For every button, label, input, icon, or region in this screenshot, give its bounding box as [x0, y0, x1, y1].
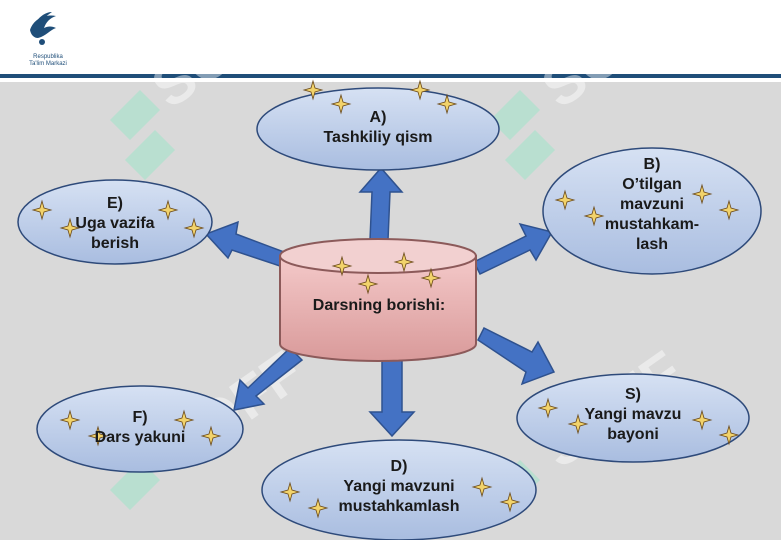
sparkle-icon [183, 217, 205, 239]
header-bar: Respublika Ta'lim Markazi [0, 0, 781, 82]
ellipse-d [261, 439, 537, 540]
node-a-label: A) Tashkiliy qism [298, 108, 458, 148]
sparkle-icon [357, 273, 379, 295]
ellipse-e [17, 179, 213, 265]
sparkle-icon [537, 397, 559, 419]
sparkle-icon [307, 497, 329, 519]
node-b-label: B) O’tilgan mavzuni mustahkam- lash [582, 155, 722, 255]
sparkle-decorations [31, 79, 740, 519]
sparkle-icon [393, 251, 415, 273]
sparkle-icon [554, 189, 576, 211]
sparkle-icon [436, 93, 458, 115]
sparkle-icon [331, 255, 353, 277]
node-s-label: S) Yangi mavzu bayoni [553, 385, 713, 445]
sparkle-icon [471, 476, 493, 498]
ministry-logo: Respublika Ta'lim Markazi [18, 8, 67, 70]
node-text: Tashkiliy qism [323, 129, 433, 146]
node-text: mustahkamlash [338, 498, 460, 515]
logo-line-1: Respublika [33, 54, 63, 60]
node-text: lash [635, 236, 668, 253]
sparkle-icon [691, 409, 713, 431]
logo-line-2: Ta'lim Markazi [29, 61, 67, 67]
node-text: berish [90, 235, 139, 252]
watermark-mark [110, 90, 175, 180]
sparkle-icon [583, 205, 605, 227]
node-letter: D) [390, 458, 408, 475]
ellipse-a [256, 87, 500, 171]
cylinder-body [279, 255, 477, 362]
sparkle-icon [409, 79, 431, 101]
arrow-to-s [477, 326, 556, 386]
arrow-to-a [358, 166, 404, 241]
sparkle-icon [718, 424, 740, 446]
bird-logo-icon [30, 12, 56, 45]
sparkle-icon [59, 217, 81, 239]
arrow-to-e [204, 220, 285, 267]
node-letter: S) [625, 386, 641, 403]
node-text: Dars yakuni [94, 429, 186, 446]
sparkle-icon [87, 425, 109, 447]
watermark-text: SOFF [140, 0, 304, 121]
node-text: mustahkam- [604, 216, 700, 233]
ellipse-b [542, 147, 762, 275]
ellipse-f [36, 385, 244, 473]
watermark-text: SOFF [530, 0, 694, 121]
sparkle-icon [31, 199, 53, 221]
sparkle-icon [157, 199, 179, 221]
watermark-mark [490, 90, 555, 180]
node-text: Uga vazifa [75, 215, 155, 232]
sparkle-icon [302, 79, 324, 101]
header-divider [0, 74, 781, 78]
sparkle-icon [567, 413, 589, 435]
node-letter: A) [369, 109, 387, 126]
sparkle-icon [330, 93, 352, 115]
sparkle-icon [718, 199, 740, 221]
sparkle-icon [279, 481, 301, 503]
node-d-label: D) Yangi mavzuni mustahkamlash [309, 457, 489, 517]
node-letter: F) [132, 409, 148, 426]
sparkle-icon [200, 425, 222, 447]
node-text: Yangi mavzu [584, 406, 682, 423]
node-f-label: F) Dars yakuni [60, 408, 220, 448]
node-letter: B) [643, 156, 661, 173]
logo-caption: Respublika Ta'lim Markazi [18, 54, 78, 68]
center-label: Darsning borishi: [312, 297, 446, 314]
ellipse-s [516, 373, 750, 463]
node-ellipses [17, 87, 762, 540]
node-text: mavzuni [619, 196, 684, 213]
sparkle-icon [499, 491, 521, 513]
node-e-label: E) Uga vazifa berish [45, 194, 185, 254]
sparkle-icon [173, 409, 195, 431]
node-text: bayoni [607, 426, 659, 443]
arrow-to-b [472, 222, 554, 275]
sparkle-icon [420, 267, 442, 289]
center-cylinder [279, 238, 477, 362]
arrow-to-d [368, 359, 416, 438]
arrow-to-f [233, 346, 304, 411]
node-text: O’tilgan [622, 176, 682, 193]
node-letter: E) [107, 195, 123, 212]
arrows [204, 166, 556, 438]
cylinder-top [279, 238, 477, 274]
node-text: Yangi mavzuni [343, 478, 455, 495]
sparkle-icon [691, 183, 713, 205]
sparkle-icon [59, 409, 81, 431]
